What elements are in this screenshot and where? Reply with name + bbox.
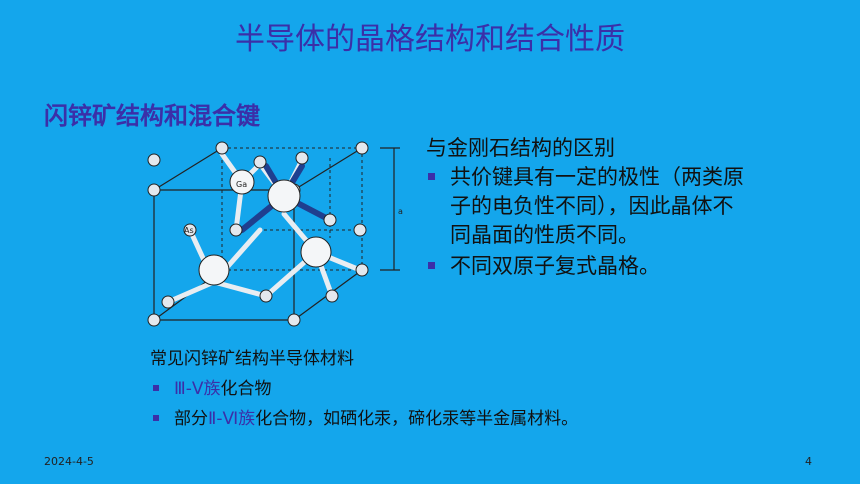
as-label: As xyxy=(184,226,194,235)
difference-heading: 与金刚石结构的区别 xyxy=(426,136,615,160)
materials-heading: 常见闪锌矿结构半导体材料 xyxy=(150,349,354,369)
lattice-constant-label: a xyxy=(398,207,403,216)
slide-title: 半导体的晶格结构和结合性质 xyxy=(235,22,625,57)
bullet-item: 不同双原子复式晶格。 xyxy=(426,252,746,281)
bullet-square-icon xyxy=(153,385,159,391)
footer-date: 2024-4-5 xyxy=(44,455,94,468)
bullet-square-icon xyxy=(428,262,435,269)
bullet-item: 部分Ⅱ-Ⅵ族化合物，如硒化汞，碲化汞等半金属材料。 xyxy=(150,404,790,434)
bullet-text: 化合物，如硒化汞，碲化汞等半金属材料。 xyxy=(255,409,579,429)
ga-label: Ga xyxy=(236,180,247,189)
section-heading: 闪锌矿结构和混合键 xyxy=(44,102,260,130)
zincblende-crystal-diagram: Ga As a xyxy=(147,141,403,327)
difference-panel: 与金刚石结构的区别 共价键具有一定的极性（两类原子的电负性不同），因此晶体不同晶… xyxy=(426,134,746,281)
bullet-text: 共价键具有一定的极性（两类原子的电负性不同），因此晶体不同晶面的性质不同。 xyxy=(450,165,744,247)
bullet-square-icon xyxy=(153,415,159,421)
materials-panel: 常见闪锌矿结构半导体材料 Ⅲ-Ⅴ族化合物 部分Ⅱ-Ⅵ族化合物，如硒化汞，碲化汞等… xyxy=(150,344,790,434)
bullet-item: 共价键具有一定的极性（两类原子的电负性不同），因此晶体不同晶面的性质不同。 xyxy=(426,163,746,250)
bullet-item: Ⅲ-Ⅴ族化合物 xyxy=(150,374,790,404)
bullet-text: 不同双原子复式晶格。 xyxy=(450,254,660,278)
group-ii-vi-label: Ⅱ-Ⅵ族 xyxy=(208,409,256,429)
page-number: 4 xyxy=(805,455,812,468)
bullet-square-icon xyxy=(428,173,435,180)
bullet-text: 化合物 xyxy=(220,379,272,399)
group-iii-v-label: Ⅲ-Ⅴ族 xyxy=(174,379,221,399)
bullet-text-prefix: 部分 xyxy=(174,409,208,429)
